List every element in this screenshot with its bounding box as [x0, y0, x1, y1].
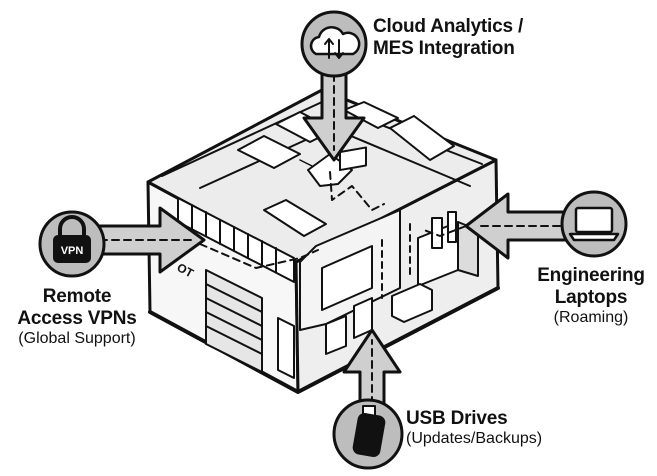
vpn-ingress-arrow [92, 206, 206, 274]
laptop-label-line2: Laptops [554, 286, 628, 308]
roof-skylight [389, 115, 455, 161]
vpn-lock-icon: VPN [38, 210, 106, 278]
roof-skylight [263, 199, 327, 237]
vpn-label-sub: (Global Support) [18, 329, 136, 347]
cloud-label: Cloud Analytics / MES Integration [373, 16, 523, 60]
roof-skylight [237, 135, 301, 169]
laptop-label: Engineering Laptops (Roaming) [528, 265, 654, 327]
laptop-label-line1: Engineering [537, 265, 645, 286]
factory-building: OT [146, 88, 500, 394]
factory-equipment [321, 211, 479, 355]
usb-drive-icon [332, 398, 404, 470]
laptop-icon [560, 190, 628, 258]
vpn-label: Remote Access VPNs (Global Support) [2, 286, 152, 348]
clerestory-windows [177, 197, 295, 283]
laptop-label-sub: (Roaming) [553, 308, 629, 326]
network-paths [199, 171, 467, 355]
cloud-sync-icon [300, 10, 368, 78]
vpn-label-line1: Remote [42, 286, 112, 307]
loading-dock-door [205, 269, 263, 373]
usb-label-sub: (Updates/Backups) [406, 429, 543, 447]
cloud-ingress-arrow [302, 68, 366, 162]
vpn-icon-text: VPN [61, 245, 84, 257]
vpn-label-line2: Access VPNs [17, 307, 137, 329]
usb-label-line1: USB Drives [406, 408, 508, 429]
laptop-ingress-arrow [464, 192, 568, 260]
cloud-label-line1: Cloud Analytics / [373, 16, 524, 37]
usb-label: USB Drives (Updates/Backups) [406, 408, 542, 448]
cloud-label-line2: MES Integration [373, 37, 515, 59]
roof-skylight [343, 101, 399, 129]
side-door [277, 317, 295, 379]
